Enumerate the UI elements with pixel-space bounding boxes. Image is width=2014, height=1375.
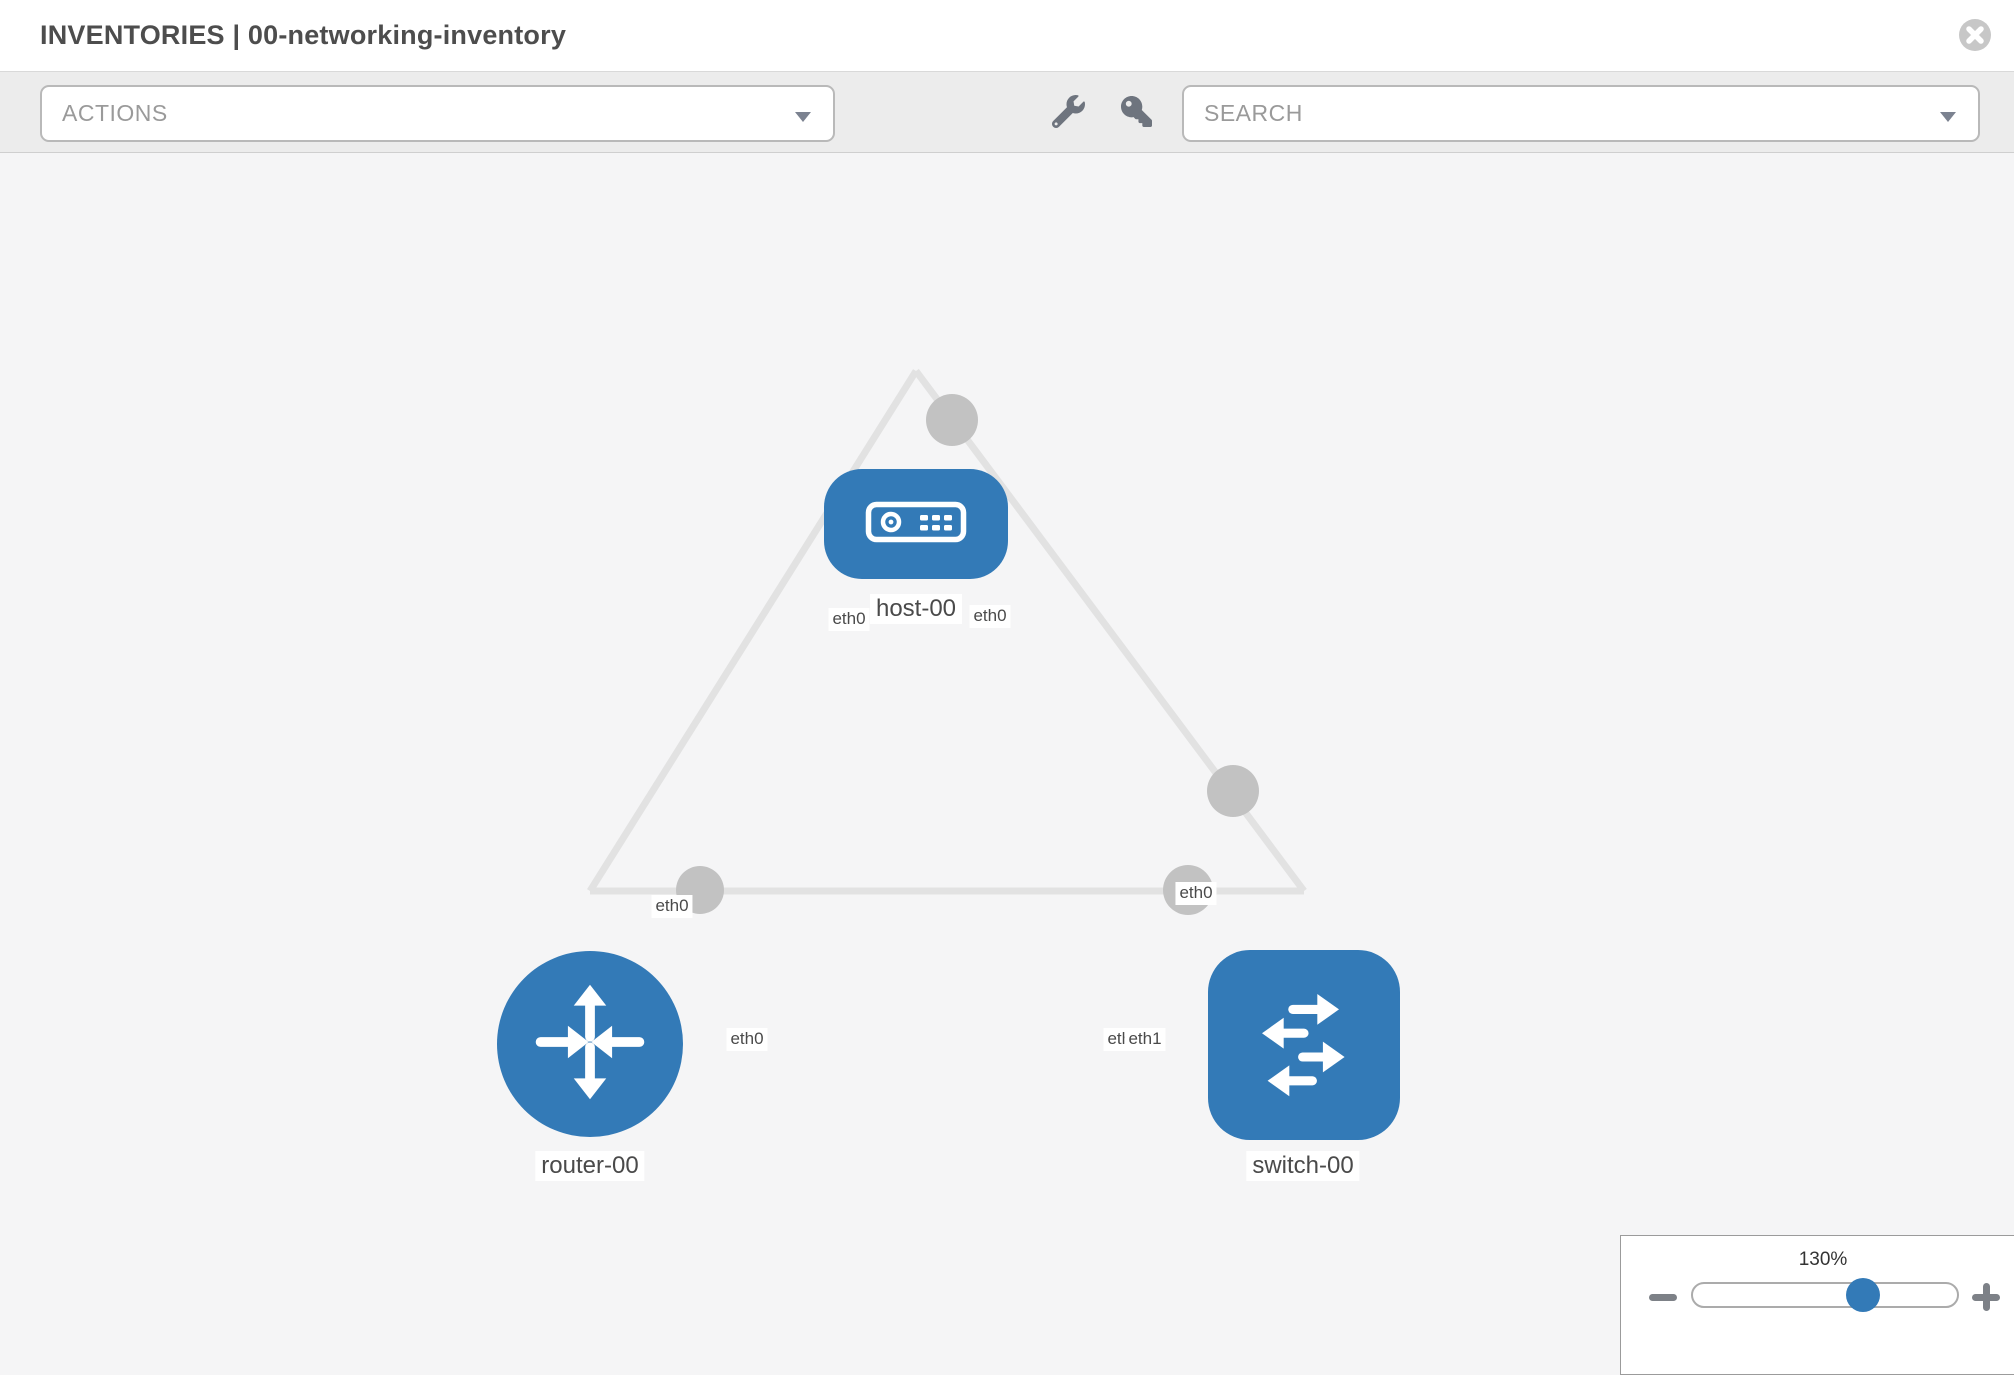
plus-icon (1983, 1283, 1990, 1311)
connector-host-bottom[interactable] (926, 394, 978, 446)
interface-label: eth0 (969, 605, 1011, 628)
key-button[interactable] (1108, 72, 1164, 154)
page-title: INVENTORIES | 00-networking-inventory (40, 20, 567, 50)
modal-header: INVENTORIES | 00-networking-inventory (0, 0, 2014, 71)
node-host-00[interactable] (824, 469, 1008, 579)
node-label-switch: switch-00 (1246, 1151, 1360, 1182)
interface-label: eth0 (828, 608, 870, 631)
close-button[interactable] (1958, 18, 1992, 52)
link-router-host[interactable] (587, 369, 919, 893)
key-icon (1120, 96, 1152, 130)
zoom-in-button[interactable] (1969, 1280, 2003, 1314)
caret-down-icon (795, 109, 811, 122)
actions-dropdown-label: ACTIONS (62, 100, 168, 126)
switch-icon-node[interactable] (1208, 950, 1400, 1140)
zoom-out-button[interactable] (1646, 1280, 1680, 1314)
topology-links-layer (587, 368, 1307, 915)
close-icon (1958, 19, 1992, 55)
search-input[interactable] (1184, 99, 1940, 128)
switch-icon (1234, 973, 1374, 1118)
toolbar: ACTIONS (0, 71, 2014, 153)
interface-label: eth0 (726, 1028, 768, 1051)
interface-label: eth0 (651, 895, 693, 918)
actions-dropdown[interactable]: ACTIONS (40, 85, 835, 142)
minus-icon (1649, 1294, 1677, 1301)
router-icon (525, 977, 655, 1112)
interface-label: eth1 (1124, 1028, 1166, 1051)
host-icon (865, 501, 967, 548)
tools-button[interactable] (1040, 72, 1096, 154)
node-label-router: router-00 (535, 1151, 645, 1182)
node-router-00[interactable] (497, 951, 683, 1137)
node-label-host: host-00 (869, 594, 963, 625)
interface-label: eth0 (1175, 882, 1217, 905)
connector-switch-top[interactable] (1207, 765, 1259, 817)
caret-down-icon (1940, 109, 1956, 122)
zoom-level-text: 130% (1798, 1249, 1848, 1270)
search-dropdown[interactable] (1182, 85, 1980, 142)
topology-canvas[interactable]: host-00 router-00 switch-00 eth0 eth0 et… (0, 153, 2014, 1375)
zoom-control-panel: 130% (1620, 1235, 2014, 1375)
wrench-icon (1051, 94, 1085, 131)
zoom-slider-knob[interactable] (1846, 1278, 1880, 1312)
zoom-slider-track[interactable] (1691, 1282, 1959, 1308)
